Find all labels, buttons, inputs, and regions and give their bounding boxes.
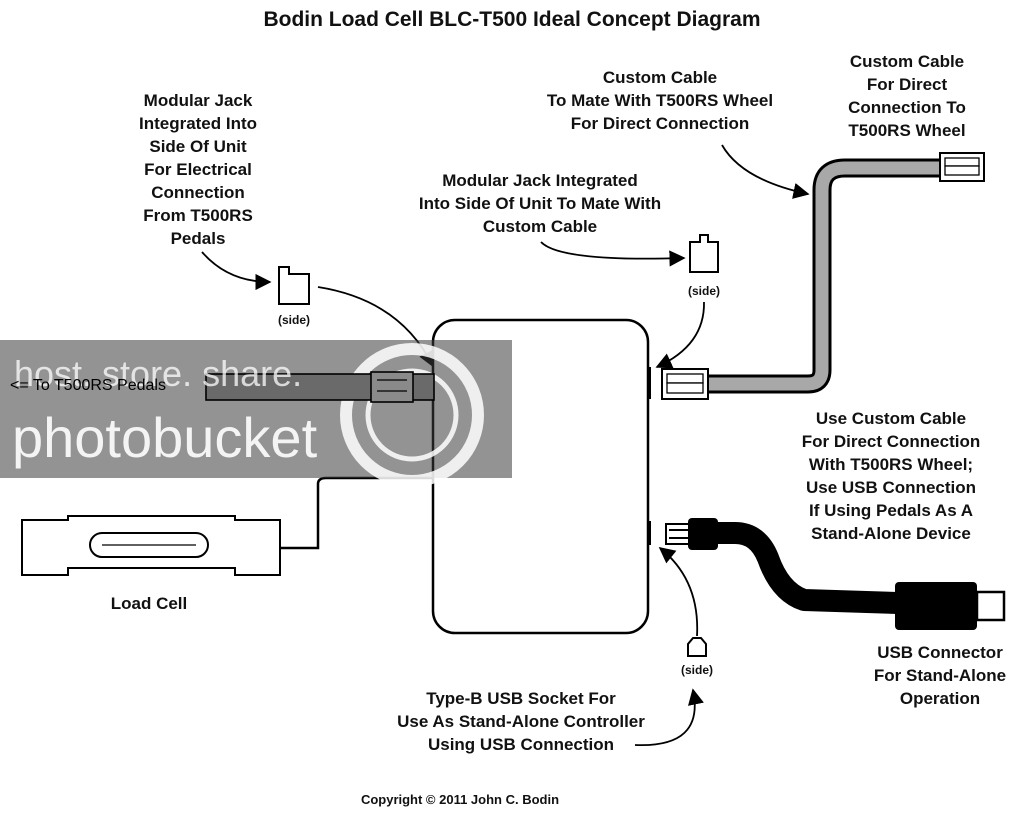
pedal-jack-side-icon [278,266,310,305]
usb-a-connector [895,582,1006,630]
photobucket-watermark [0,340,512,487]
wheel-jack-callout-line: Custom Cable [482,217,598,236]
usage-note: Use Custom Cable For Direct Connection W… [782,407,1000,545]
unit-side-ports [647,367,651,545]
diagram-title: Bodin Load Cell BLC-T500 Ideal Concept D… [263,8,761,31]
watermark-tagline: host. store. share. [14,353,303,394]
to-pedals-label: <= To T500RS Pedals [10,377,166,394]
pedal-jack-callout-line: Connection [151,183,245,202]
custom-cable-direct-line: Connection To [848,98,966,117]
usb-connector-line: For Stand-Alone [873,666,1007,685]
usb-connector-line: Operation [899,689,981,708]
custom-cable-mate-line: To Mate With T500RS Wheel [546,91,774,110]
load-cell [21,515,281,576]
usage-note-line: If Using Pedals As A [808,501,974,520]
pedal-jack-side-label: (side) [277,313,310,327]
pedal-jack-callout-line: Side Of Unit [149,137,247,156]
watermark-brand: photobucket [12,406,318,469]
pedal-jack-callout-line: For Electrical [144,160,252,179]
wheel-jack-callout-line: Into Side Of Unit To Mate With [418,194,662,213]
rj-plug-unit-end [661,368,709,400]
usage-note-line: With T500RS Wheel; [808,455,974,474]
usb-socket-callout: Type-B USB Socket For Use As Stand-Alone… [366,687,676,756]
usb-b-socket-side-icon [687,637,707,657]
pedal-jack-callout-line: Integrated Into [138,114,258,133]
wheel-jack-side-label: (side) [687,284,720,298]
custom-cable-mate-line: Custom Cable [602,68,718,87]
custom-cable-direct-line: T500RS Wheel [848,121,966,140]
usb-cable [665,518,899,614]
usage-note-line: Use Custom Cable [815,409,967,428]
pedal-jack-callout-line: Pedals [170,229,226,248]
usage-note-line: Use USB Connection [805,478,977,497]
custom-cable-mate-callout: Custom Cable To Mate With T500RS Wheel F… [510,66,810,135]
usb-socket-line: Using USB Connection [427,735,615,754]
wheel-jack-callout: Modular Jack Integrated Into Side Of Uni… [385,169,695,238]
pedal-jack-callout: Modular Jack Integrated Into Side Of Uni… [110,89,286,250]
load-cell-label: Load Cell [110,594,188,613]
wheel-jack-callout-line: Modular Jack Integrated [442,171,638,190]
pedal-jack-callout-line: From T500RS [143,206,253,225]
usb-socket-side-label: (side) [680,663,713,677]
load-cell-wire [280,476,437,550]
custom-cable-mate-line: For Direct Connection [570,114,750,133]
rj-plug-wheel-end [939,152,985,182]
custom-cable-direct-callout: Custom Cable For Direct Connection To T5… [820,50,994,142]
pedal-jack-callout-line: Modular Jack [143,91,253,110]
usb-socket-line: Type-B USB Socket For [426,689,616,708]
usage-note-line: Stand-Alone Device [811,524,971,543]
usb-connector-line: USB Connector [877,643,1003,662]
usage-note-line: For Direct Connection [801,432,981,451]
copyright-text: Copyright © 2011 John C. Bodin [360,792,560,807]
custom-cable-direct-line: For Direct [866,75,948,94]
custom-cable-direct-line: Custom Cable [849,52,965,71]
custom-cable [705,158,940,394]
usb-connector-callout: USB Connector For Stand-Alone Operation [858,641,1022,710]
usb-socket-line: Use As Stand-Alone Controller [397,712,645,731]
wheel-jack-side-icon [689,234,719,273]
